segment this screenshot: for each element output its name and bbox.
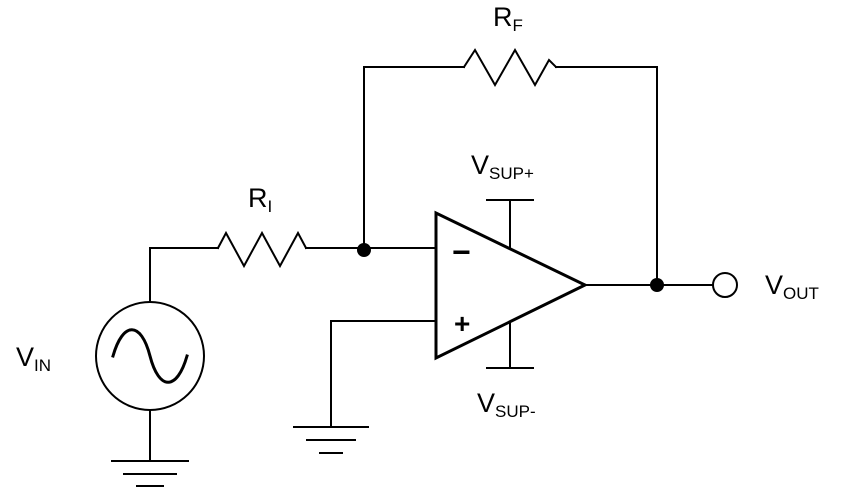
opamp-inverting-sign: − xyxy=(452,234,471,270)
ri-resistor xyxy=(216,230,308,269)
junction-dot xyxy=(357,243,371,257)
input-wire-left xyxy=(149,247,219,301)
rf-label: RF xyxy=(493,2,523,35)
feedback-wire-right xyxy=(555,66,658,286)
opamp-noninverting-sign: + xyxy=(454,308,471,339)
ri-label: RI xyxy=(248,183,273,216)
noninverting-wire xyxy=(330,320,437,428)
vout-label: VOUT xyxy=(765,270,819,303)
opamp xyxy=(434,199,589,369)
junction-dot xyxy=(650,278,664,292)
vin-label: VIN xyxy=(16,342,52,375)
noninverting-ground-path xyxy=(293,320,437,454)
feedback-wire-left xyxy=(363,66,465,251)
output-path xyxy=(584,272,738,298)
sine-wave-icon xyxy=(111,328,189,384)
ground-symbol-icon xyxy=(111,460,189,487)
input-path xyxy=(149,230,437,301)
rf-resistor xyxy=(462,47,558,88)
output-terminal xyxy=(712,272,738,298)
vsup-negative-label: VSUP- xyxy=(477,388,536,421)
ground-symbol-icon xyxy=(293,426,369,454)
feedback-path xyxy=(363,47,658,286)
ac-voltage-source xyxy=(95,301,205,487)
vsup-positive-label: VSUP+ xyxy=(471,150,534,183)
